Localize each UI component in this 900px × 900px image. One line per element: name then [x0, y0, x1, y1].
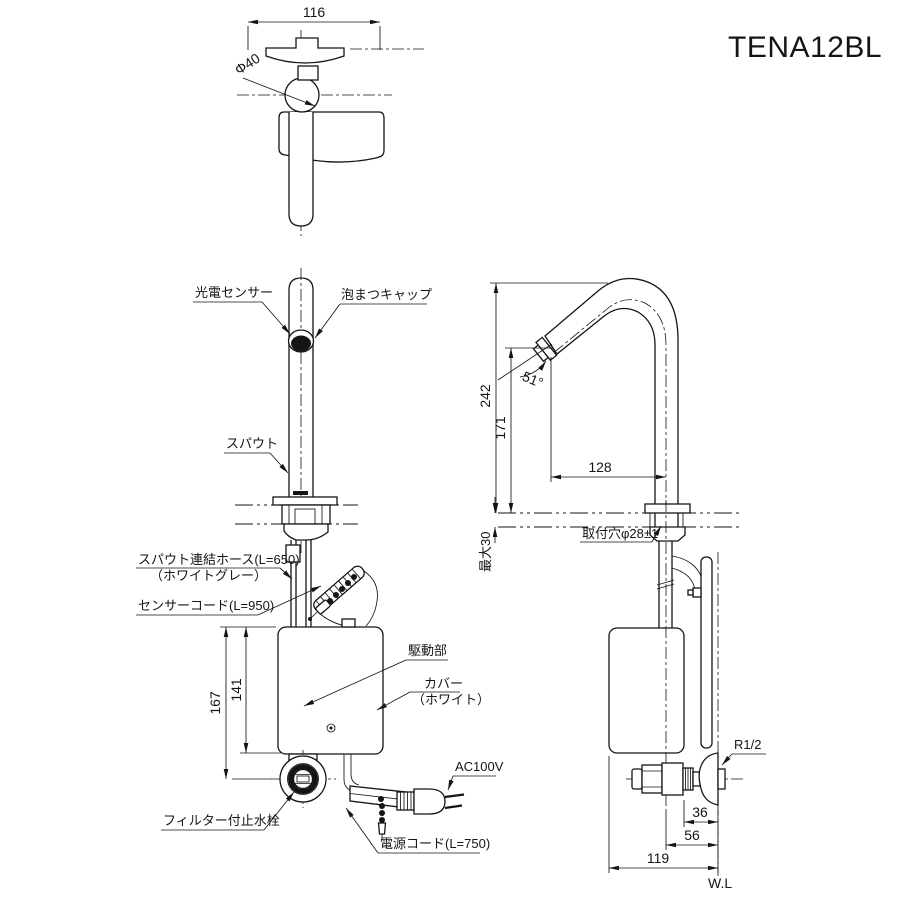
plug-prong-top — [444, 793, 465, 799]
plug-prong-bottom — [444, 804, 463, 810]
label-drive-unit: 駆動部 — [303, 643, 448, 707]
dim-171-text: 171 — [492, 416, 508, 440]
drive-unit-box — [277, 626, 384, 755]
sensor-window — [291, 335, 311, 352]
dim-116: 116 — [247, 4, 381, 50]
label-mount-hole-text: 取付穴φ28±1 — [582, 526, 658, 541]
top-view-spout-head — [265, 37, 345, 64]
dim-128-text: 128 — [588, 459, 612, 475]
label-ac100v-text: AC100V — [455, 759, 504, 774]
wall-bracket — [671, 555, 713, 749]
label-aerator-cap-text: 泡まつキャップ — [341, 287, 432, 302]
phi40-circle — [284, 77, 320, 113]
dim-141-text: 141 — [228, 678, 244, 702]
label-cover-line2: （ホワイト） — [412, 692, 490, 707]
dim-167-text: 167 — [207, 691, 223, 715]
label-power-cord-text: 電源コード(L=750) — [380, 836, 490, 851]
wall-escutcheon — [698, 752, 719, 806]
hose-connector — [285, 544, 301, 563]
mounting-hardware — [272, 491, 338, 541]
label-sensor-cord-text: センサーコード(L=950) — [138, 598, 274, 613]
connect-hose — [313, 565, 378, 627]
label-sensor-cord: センサーコード(L=950) — [136, 585, 322, 616]
dim-119-text: 119 — [647, 850, 670, 866]
label-hose-line1: スパウト連結ホース(L=650) — [138, 552, 300, 567]
dim-36-text: 36 — [692, 804, 708, 820]
dim-max-30-text: 最大30 — [478, 532, 493, 572]
dim-116-text: 116 — [303, 4, 326, 20]
dim-36: 36 — [683, 800, 719, 873]
label-cover: カバー （ホワイト） — [376, 676, 490, 711]
mounting-flange — [272, 496, 338, 506]
gooseneck-spout — [532, 277, 679, 513]
label-ac100v: AC100V — [447, 759, 504, 791]
dim-141: 141 — [220, 626, 281, 754]
label-r12-text: R1/2 — [734, 737, 761, 752]
label-cover-line1: カバー — [424, 676, 463, 691]
label-drive-unit-text: 駆動部 — [408, 643, 447, 658]
cord-stub — [341, 618, 356, 628]
dim-119: 119 — [608, 756, 718, 873]
model-number: TENA12BL — [728, 31, 882, 64]
side-mounting — [644, 503, 691, 628]
dim-167: 167 — [207, 627, 272, 780]
label-filter-valve: フィルター付止水栓 — [161, 791, 295, 831]
label-filter-valve-text: フィルター付止水栓 — [163, 813, 280, 828]
label-spout: スパウト — [224, 436, 289, 474]
front-view: 光電センサー 泡まつキャップ スパウト — [136, 268, 504, 854]
drive-unit-box-side — [608, 627, 685, 754]
cover-screw — [326, 723, 336, 733]
angle-51: 51° — [497, 343, 553, 391]
supply-tubes — [285, 540, 312, 627]
dim-128: 128 — [550, 357, 666, 482]
spout-tip-collar — [535, 336, 558, 362]
label-wall-line: W.L — [708, 875, 732, 891]
side-view: R1/2 242 171 51° 128 — [477, 277, 766, 891]
top-view: 116 Φ40 — [232, 4, 424, 236]
power-cord — [343, 754, 465, 840]
top-view-spout-tube — [288, 112, 314, 227]
dim-242-text: 242 — [477, 384, 493, 408]
spout-joint-mark — [293, 491, 308, 495]
cord-ferrule — [396, 791, 415, 811]
label-hose-line2: （ホワイトグレー） — [150, 568, 267, 583]
label-photo-sensor-text: 光電センサー — [195, 285, 273, 300]
bracket-screw — [692, 587, 702, 598]
label-hose: スパウト連結ホース(L=650) （ホワイトグレー） — [136, 552, 300, 583]
label-r12: R1/2 — [721, 737, 766, 766]
label-aerator-cap: 泡まつキャップ — [314, 287, 432, 339]
top-view-spout-tube-fill — [289, 112, 313, 226]
dim-max-30: 最大30 — [478, 497, 498, 572]
mounting-flange-side — [644, 503, 691, 514]
clamp-nut — [283, 523, 329, 541]
top-view-base — [278, 111, 385, 163]
cover-screw-dot — [329, 726, 333, 730]
power-plug — [413, 788, 446, 815]
stop-valve-side — [626, 752, 744, 806]
dim-171: 171 — [492, 347, 553, 513]
label-spout-text: スパウト — [226, 436, 278, 451]
sensor-cord-chain — [308, 574, 357, 621]
dim-242: 242 — [477, 282, 608, 513]
dim-56: 56 — [665, 812, 718, 850]
stop-valve — [271, 750, 336, 808]
angle-51-text: 51° — [520, 368, 546, 391]
bracket-plate — [700, 556, 713, 749]
dim-56-text: 56 — [684, 827, 700, 843]
sensor-cord-plug — [377, 796, 387, 840]
label-phi40-text: Φ40 — [232, 50, 263, 78]
label-power-cord: 電源コード(L=750) — [345, 807, 490, 854]
label-mount-hole: 取付穴φ28±1 — [580, 525, 662, 543]
label-photo-sensor: 光電センサー — [193, 285, 291, 335]
top-view-neck — [297, 65, 319, 81]
